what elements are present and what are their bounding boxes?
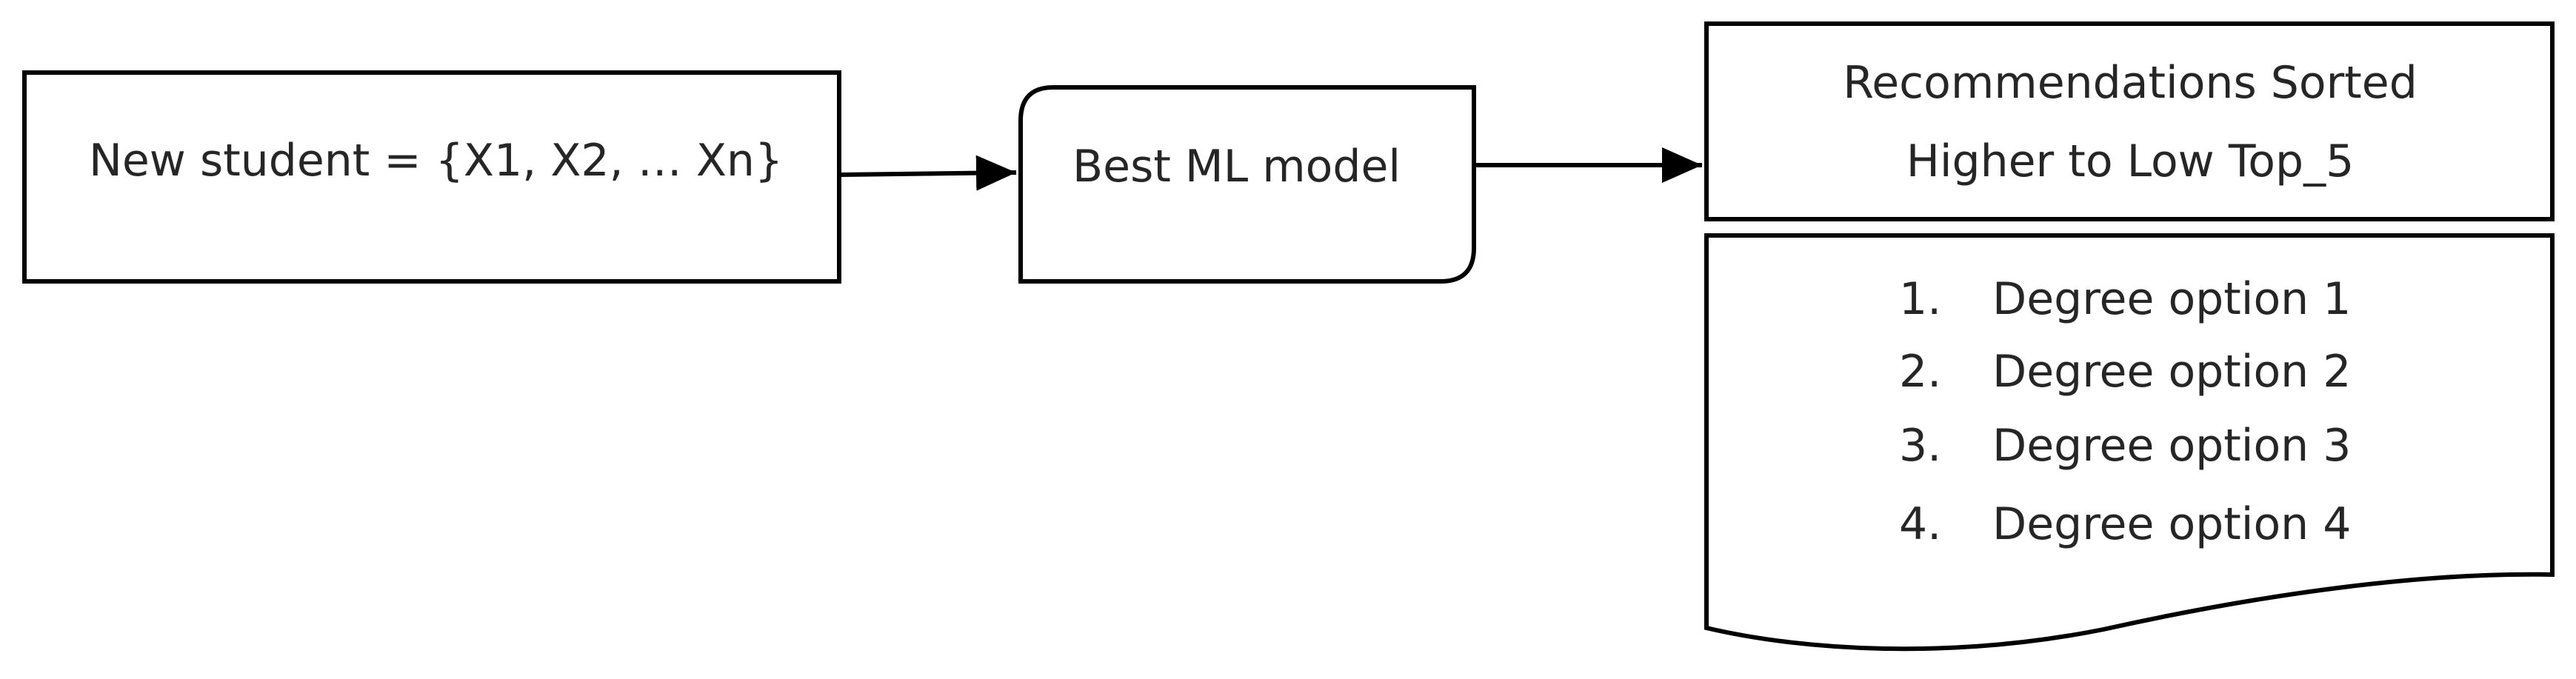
input-box xyxy=(22,70,841,284)
list-item-label: Degree option 4 xyxy=(1992,498,2352,550)
output-header-box xyxy=(1704,21,2555,221)
output-header-line1: Recommendations Sorted xyxy=(1843,57,2417,109)
list-item-label: Degree option 1 xyxy=(1992,273,2352,325)
arrow-input-to-model xyxy=(838,155,1017,191)
model-box-label: Best ML model xyxy=(1072,141,1401,193)
list-item-label: Degree option 2 xyxy=(1992,346,2352,398)
list-item-number: 2. xyxy=(1899,346,1942,398)
list-item-number: 4. xyxy=(1899,498,1942,550)
output-header-line2: Higher to Low Top_5 xyxy=(1906,136,2355,187)
output-document-shape xyxy=(1704,233,2555,652)
list-item-number: 3. xyxy=(1899,420,1942,472)
list-item-label: Degree option 3 xyxy=(1992,420,2352,472)
input-box-label: New student = {X1, X2, … Xn} xyxy=(89,135,784,187)
model-box xyxy=(1018,85,1476,284)
list-item-number: 1. xyxy=(1899,273,1942,325)
